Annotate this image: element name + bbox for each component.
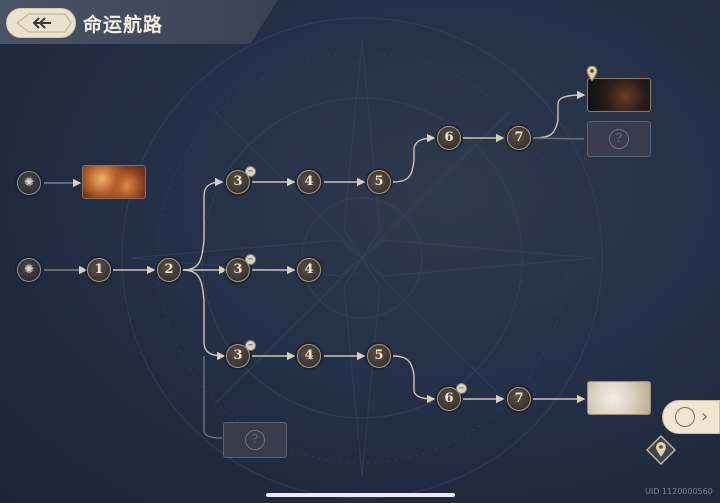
route-node-label: 6 bbox=[444, 391, 454, 406]
question-mark-icon: ? bbox=[245, 430, 265, 450]
route-node-label: 3 bbox=[233, 174, 243, 189]
route-node[interactable]: 6 − bbox=[437, 383, 467, 411]
question-mark-icon: ? bbox=[609, 129, 629, 149]
node-branch-badge: − bbox=[245, 254, 256, 265]
route-node[interactable]: 2 bbox=[157, 258, 181, 282]
route-node[interactable]: 5 bbox=[367, 170, 391, 194]
route-node[interactable]: 5 bbox=[367, 344, 391, 368]
locked-route-slot[interactable]: ? bbox=[587, 121, 651, 157]
location-pin-icon bbox=[656, 442, 666, 457]
node-branch-badge: − bbox=[456, 383, 467, 394]
back-arrow-icon bbox=[16, 13, 72, 33]
route-node[interactable]: 4 bbox=[297, 258, 321, 282]
node-branch-badge: − bbox=[245, 340, 256, 351]
route-node[interactable]: 7 bbox=[507, 126, 531, 150]
uid-label: UID 1120000560 bbox=[645, 487, 713, 496]
route-thumbnail-night[interactable] bbox=[587, 78, 651, 112]
route-node[interactable]: 1 bbox=[87, 258, 111, 282]
route-thumbnail-town[interactable] bbox=[82, 165, 146, 199]
side-panel-toggle-button[interactable]: › bbox=[662, 400, 720, 434]
compass-icon bbox=[675, 407, 695, 427]
location-marker-icon bbox=[586, 66, 598, 82]
route-node[interactable]: 3 − bbox=[226, 254, 256, 282]
locked-route-slot[interactable]: ? bbox=[223, 422, 287, 458]
node-branch-badge: − bbox=[245, 166, 256, 177]
back-button[interactable] bbox=[6, 8, 76, 38]
route-node[interactable]: 6 bbox=[437, 126, 461, 150]
route-node[interactable]: 3 − bbox=[226, 340, 256, 368]
route-start-node[interactable]: ✺ bbox=[17, 171, 41, 195]
route-node[interactable]: 4 bbox=[297, 344, 321, 368]
route-node[interactable]: 7 bbox=[507, 387, 531, 411]
spiral-icon: ✺ bbox=[23, 175, 35, 189]
page-title: 命运航路 bbox=[83, 14, 164, 36]
locate-button[interactable] bbox=[645, 434, 677, 466]
route-start-node[interactable]: ✺ bbox=[17, 258, 41, 282]
route-node-label: 3 bbox=[233, 262, 243, 277]
chevron-right-icon: › bbox=[701, 406, 709, 427]
route-node-label: 3 bbox=[233, 348, 243, 363]
route-node[interactable]: 3 − bbox=[226, 166, 256, 194]
route-node[interactable]: 4 bbox=[297, 170, 321, 194]
spiral-icon: ✺ bbox=[23, 262, 35, 276]
route-thumbnail-snow[interactable] bbox=[587, 381, 651, 415]
home-indicator[interactable] bbox=[266, 493, 455, 497]
